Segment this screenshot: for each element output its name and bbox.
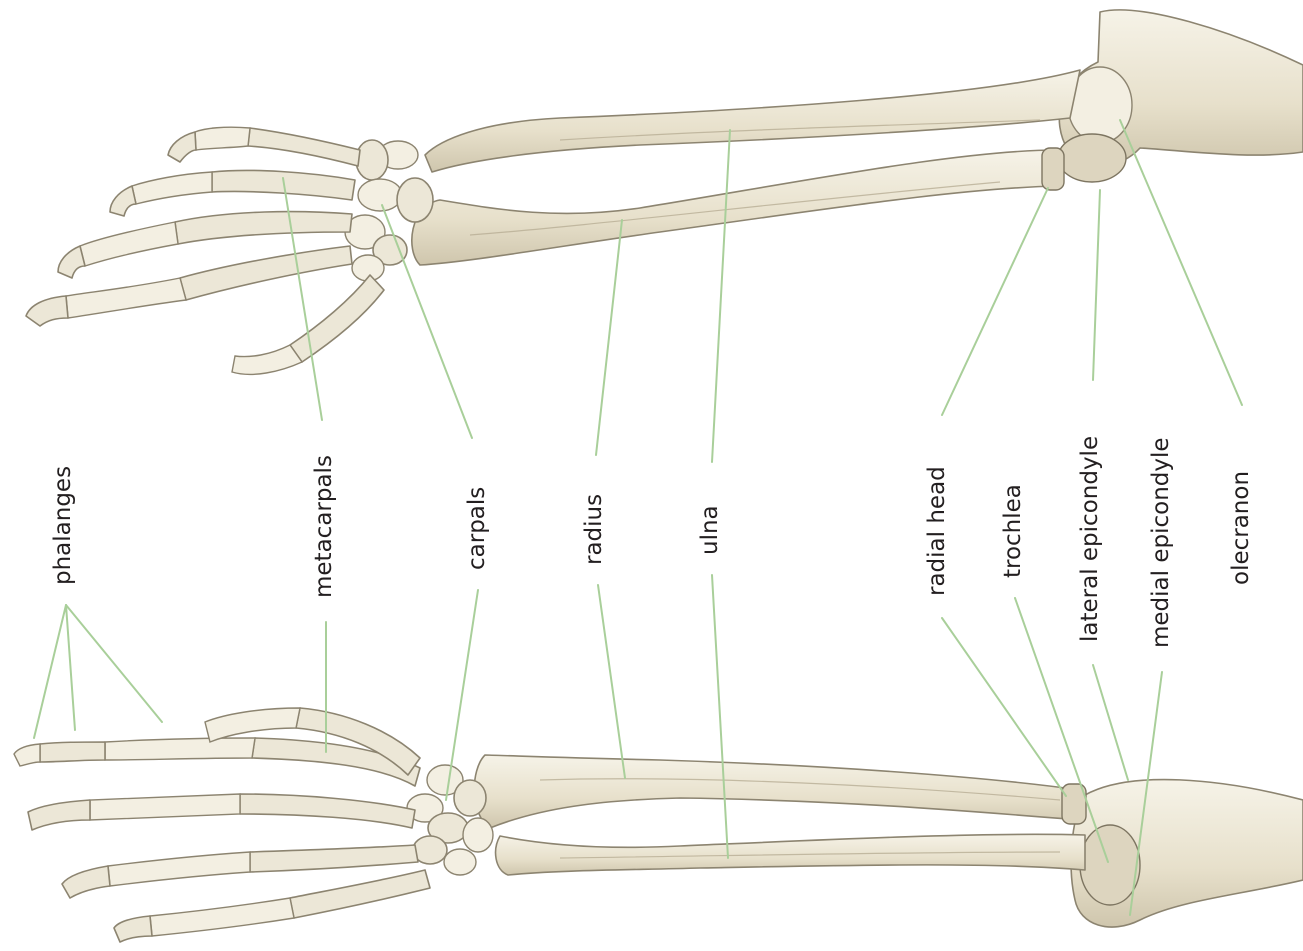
top-trochlea-bone [1058, 134, 1126, 182]
leader-lateral-epicondyle-top [1093, 190, 1100, 380]
label-carpals: carpals [466, 487, 489, 570]
top-fingers [26, 127, 384, 374]
top-radial-head-bone [1042, 148, 1064, 190]
top-arm [26, 10, 1303, 374]
leader-olecranon [1120, 120, 1242, 405]
label-lateral-epicondyle: lateral epicondyle [1079, 436, 1102, 642]
label-olecranon: olecranon [1230, 471, 1253, 585]
label-ulna: ulna [699, 505, 722, 555]
bottom-fingers [14, 708, 430, 942]
label-trochlea: trochlea [1002, 484, 1025, 578]
label-radius: radius [583, 494, 606, 565]
leader-ulna-top [712, 130, 730, 462]
leader-radius-top [596, 220, 622, 455]
leader-lateral-epicondyle-bottom [1093, 665, 1128, 780]
leader-phalanges-2 [66, 605, 75, 730]
leader-radial-head-bottom [942, 618, 1066, 796]
bottom-trochlea-bone [1080, 825, 1140, 905]
bottom-radius [474, 755, 1080, 828]
leader-carpals-bottom [446, 590, 478, 800]
leader-radial-head-top [942, 188, 1048, 415]
label-metacarpals: metacarpals [313, 455, 336, 598]
leader-phalanges-3 [66, 605, 162, 722]
label-radial-head: radial head [926, 466, 949, 596]
leader-ulna-bottom [712, 575, 728, 858]
leader-phalanges-1 [34, 605, 66, 738]
leader-radius-bottom [598, 585, 625, 778]
label-medial-epicondyle: medial epicondyle [1150, 437, 1173, 648]
top-radius [412, 150, 1058, 265]
label-phalanges: phalanges [52, 466, 75, 585]
bottom-arm [14, 708, 1303, 942]
